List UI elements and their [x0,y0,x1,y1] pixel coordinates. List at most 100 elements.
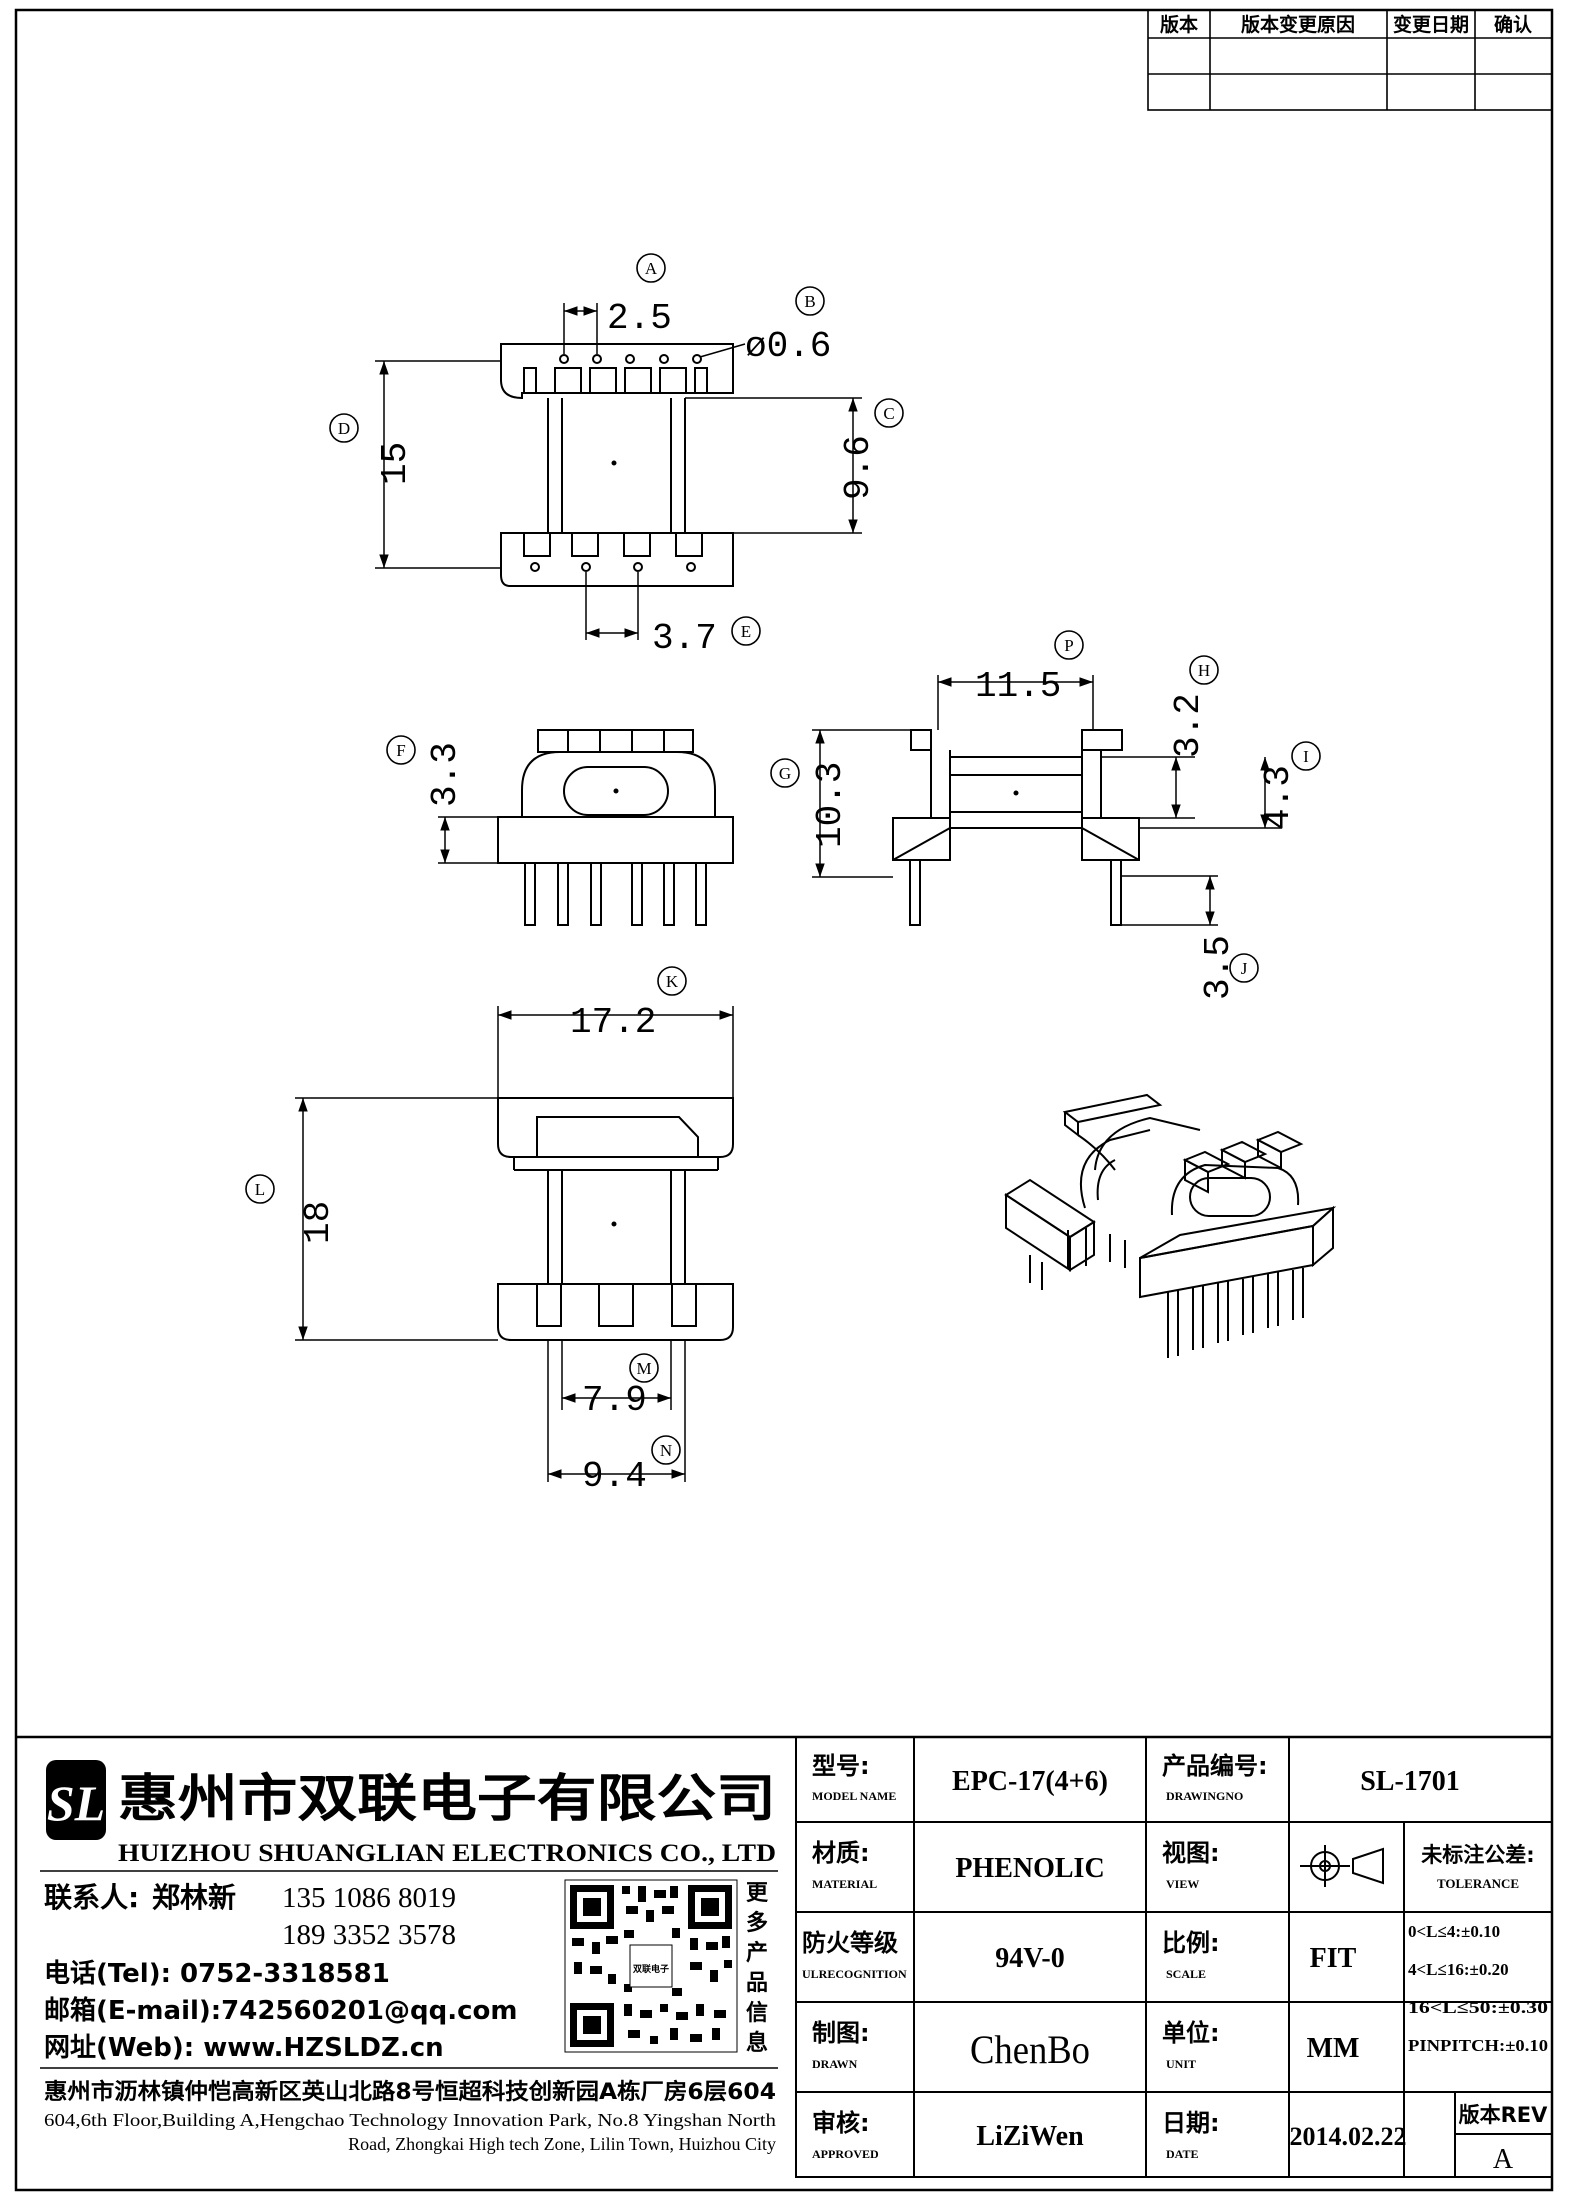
model-value: EPC-17(4+6) [952,1766,1108,1797]
balloon-h-letter: H [1198,661,1210,680]
qr-caption-5: 息 [746,2030,768,2056]
date-label: 日期: [1162,2109,1220,2137]
rev-label: 版本REV [1459,2103,1549,2127]
dim-c-value: 9.6 [838,435,879,500]
material-label-en: MATERIAL [812,1877,877,1891]
tolerance-2: 16<L≤50:±0.30 [1408,1998,1548,2017]
balloon-b-letter: B [804,292,815,311]
balloon-l [245,1174,275,1204]
balloon-b [795,286,825,316]
company-logo: SL [46,1760,106,1840]
balloon-a [636,253,666,283]
qr-caption-3: 品 [746,1971,768,1996]
balloon-f [386,735,416,765]
rev-header-reason: 版本变更原因 [1241,13,1355,36]
title-block [795,1736,1553,2178]
date-label-en: DATE [1166,2147,1198,2161]
tolerance-3: PINPITCH:±0.10 [1408,2036,1548,2055]
approved-label: 审核: [812,2109,870,2137]
date-value: 2014.02.22 [1290,2122,1407,2151]
balloon-d [329,413,359,443]
isometric-view [1004,1093,1337,1358]
company-name-en: HUIZHOU SHUANGLIAN ELECTRONICS CO., LTD [118,1840,776,1867]
contact-phone-1: 135 1086 8019 [282,1882,456,1914]
qr-code[interactable]: 双联电子 [564,1879,738,2053]
qr-caption-4: 信 [746,2000,768,2026]
projection-symbol-icon [1300,1845,1384,1887]
approved-value: LiZiWen [976,2121,1084,2152]
rev-header-confirm: 确认 [1494,13,1532,36]
rev-header-version: 版本 [1160,13,1198,36]
unit-value: MM [1307,2033,1360,2064]
balloon-d-letter: D [338,419,350,438]
balloon-f-letter: F [396,741,405,760]
balloon-p [1054,630,1084,660]
balloon-j-letter: J [1241,959,1248,978]
dim-p-value: 11.5 [975,666,1061,707]
rev-value: A [1493,2144,1514,2175]
address-en-1: 604,6th Floor,Building A,Hengchao Techno… [44,2110,776,2130]
contact-email: 邮箱(E-mail):742560201@qq.com [44,1995,517,2026]
balloon-k-letter: K [666,972,679,991]
balloon-m-letter: M [636,1359,651,1378]
dim-a-value: 2.5 [607,298,672,339]
model-label-en: MODEL NAME [812,1789,896,1803]
svg-text:SL: SL [47,1775,105,1831]
qr-caption-2: 产 [746,1941,768,1966]
balloon-k [657,966,687,996]
dim-m-value: 7.9 [582,1380,647,1421]
scale-label-en: SCALE [1166,1967,1206,1981]
scale-label: 比例: [1162,1929,1220,1957]
balloon-g-letter: G [779,764,791,783]
balloon-e [731,616,761,646]
balloon-e-letter: E [741,622,751,641]
dim-b-value: ø0.6 [745,326,831,367]
unit-label: 单位: [1162,2019,1220,2047]
scale-value: FIT [1310,1943,1357,1974]
drawing-label-en: DRAWINGNO [1166,1789,1243,1803]
balloon-c [874,398,904,428]
dim-k-value: 17.2 [570,1002,656,1043]
balloon-p-letter: P [1064,636,1073,655]
front-view [497,729,734,926]
rev-header-date: 变更日期 [1393,13,1469,36]
balloon-m [629,1353,659,1383]
balloon-c-letter: C [883,404,894,423]
tolerance-0: 0<L≤4:±0.10 [1408,1922,1500,1941]
dim-l-value: 18 [298,1201,339,1244]
balloon-n-letter: N [660,1441,672,1460]
dim-i-value: 4.3 [1258,765,1299,830]
dim-g-value: 10.3 [810,762,851,848]
drawn-label: 制图: [812,2019,870,2047]
view-label: 视图: [1162,1839,1220,1867]
contact-web: 网址(Web): www.HZSLDZ.cn [44,2033,444,2063]
contact-label: 联系人: [44,1881,139,1914]
top-view [500,343,734,587]
material-value: PHENOLIC [955,1853,1104,1884]
model-label: 型号: [812,1752,870,1780]
balloon-i-letter: I [1303,747,1309,766]
tolerance-label: 未标注公差: [1421,1843,1534,1867]
address-cn: 惠州市沥林镇仲恺高新区英山北路8号恒超科技创新园A栋厂房6层604 [44,2079,776,2105]
revision-table [1147,9,1553,111]
balloon-n [651,1435,681,1465]
drawn-value: ChenBo [970,2027,1090,2072]
address-en-2: Road, Zhongkai High tech Zone, Lilin Tow… [348,2134,776,2154]
dim-e-value: 3.7 [652,618,717,659]
drawing-value: SL-1701 [1360,1766,1460,1797]
drawn-label-en: DRAWN [812,2057,858,2071]
balloon-a-letter: A [645,259,658,278]
fire-value: 94V-0 [995,1943,1064,1974]
dim-h-value: 3.2 [1168,693,1209,758]
fire-label-en: ULRECOGNITION [802,1967,907,1981]
drawing-label: 产品编号: [1162,1752,1268,1780]
balloon-g [770,758,800,788]
approved-label-en: APPROVED [812,2147,879,2161]
qr-caption-1: 多 [746,1910,768,1936]
contact-name: 郑林新 [152,1881,236,1914]
balloon-i [1291,741,1321,771]
tolerance-1: 4<L≤16:±0.20 [1408,1960,1509,1979]
dim-d-value: 15 [375,442,416,485]
side-view [892,729,1140,926]
